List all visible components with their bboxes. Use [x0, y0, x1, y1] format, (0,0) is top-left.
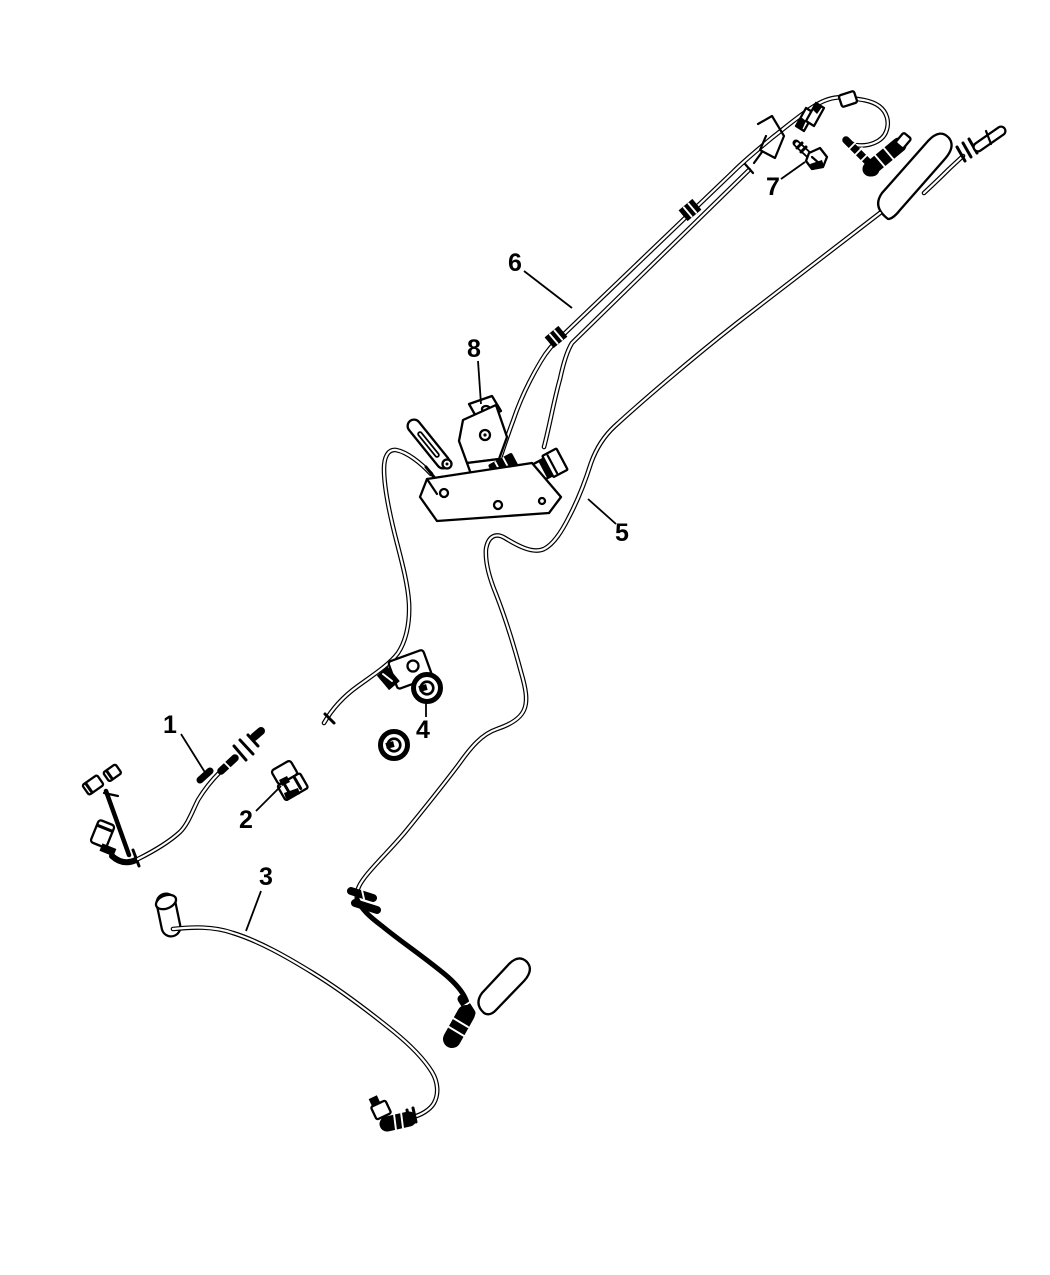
hose-assembly-1: [81, 727, 265, 868]
fuel-line-6-sleeve-upper: [678, 198, 702, 222]
hose-assembly-1-upper-port: [102, 763, 122, 783]
fuel-line-6-sleeve-lower: [544, 325, 568, 349]
grommet-4b: [378, 729, 410, 761]
callout-1-leader: [180, 733, 207, 775]
vent-tube-start-collar: [424, 465, 436, 479]
fuel-line-5-quick-connect: [443, 1005, 475, 1048]
callout-2-label: 2: [239, 806, 253, 834]
bracket-8-base-plate: [418, 461, 563, 523]
callout-7-leader: [780, 161, 806, 180]
hose-assembly-1-end-fitting: [217, 727, 265, 775]
callout-2-leader: [255, 785, 282, 812]
bracket-8: [406, 394, 569, 523]
companion-tube-end: [743, 162, 755, 175]
callout-8-leader: [477, 360, 482, 405]
fuel-line-5-lower-loop: [477, 957, 532, 1016]
companion-tube: [541, 162, 755, 450]
callout-5-leader: [587, 498, 617, 525]
callout-4-label: 4: [416, 716, 430, 744]
bracket-8-strap: [406, 418, 451, 470]
fuel-line-3-cap: [154, 892, 182, 938]
callout-6-label: 6: [508, 249, 522, 277]
fuel-line-5-top-loop: [877, 132, 953, 221]
fuel-line-5-tip-fitting: [972, 125, 1007, 153]
bolt-7: [792, 139, 829, 171]
callout-3-label: 3: [259, 863, 273, 891]
fuel-line-5-hose-section: [354, 896, 470, 1006]
callout-5-label: 5: [615, 519, 629, 547]
callout-1-label: 1: [163, 711, 177, 739]
fuel-line-3-elbow-connector: [368, 1095, 417, 1132]
callout-7-label: 7: [766, 173, 780, 201]
callout-8-label: 8: [467, 335, 481, 363]
fuel-line-6-collar: [837, 90, 859, 108]
fuel-line-6-top-clip: [752, 101, 826, 165]
hose-assembly-1-top-port: [81, 774, 105, 796]
fuel-line-3: [154, 892, 440, 1132]
hose-assembly-1-left-port: [89, 819, 117, 857]
vent-tube-end-collar: [323, 712, 336, 725]
callout-layer: 1 2 3 4 5 6 7 8: [163, 161, 806, 932]
fuel-line-6: [496, 90, 912, 464]
fuel-line-5: [347, 125, 1007, 1048]
callout-3-leader: [245, 890, 262, 932]
grommet-4a: [411, 672, 443, 704]
callout-6-leader: [523, 270, 573, 309]
fuel-line-6-elbow-connector: [862, 132, 912, 177]
fuel-line-6-run: [496, 95, 891, 464]
clip-2: [270, 759, 309, 802]
fuel-line-3-run: [170, 925, 440, 1120]
